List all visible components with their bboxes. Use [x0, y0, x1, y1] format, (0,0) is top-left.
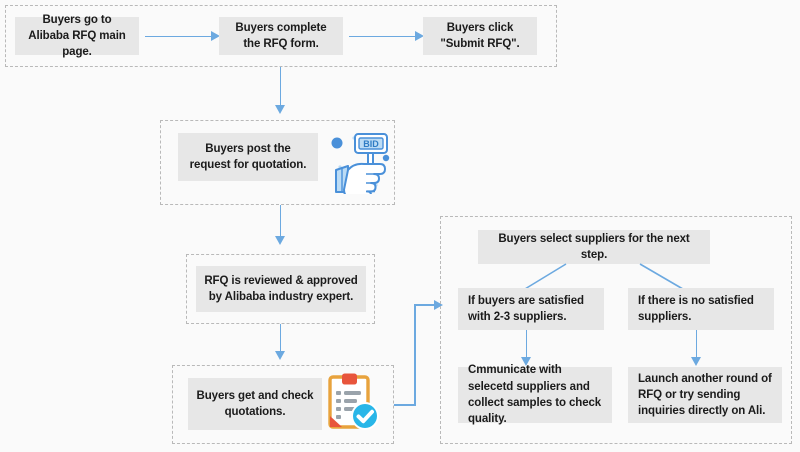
svg-text:BID: BID [363, 139, 379, 149]
branch-condition-satisfied[interactable]: If buyers are satisfied with 2-3 supplie… [458, 288, 604, 330]
branch-action-communicate-label: Cmmunicate with selecetd suppliers and c… [468, 364, 602, 426]
group-get-quotations [172, 365, 394, 444]
step-box-post-request[interactable]: Buyers post the request for quotation. [178, 133, 318, 181]
branch-action-communicate[interactable]: Cmmunicate with selecetd suppliers and c… [458, 364, 612, 425]
branch-condition-not-satisfied[interactable]: If there is no satisfied suppliers. [628, 288, 774, 330]
connector-stage4-panel-segment-v [414, 305, 416, 405]
step-box-goto-rfq-page[interactable]: Buyers go to Alibaba RFQ main page. [15, 14, 139, 58]
group-post-request [160, 120, 395, 205]
connector-stage3-stage4 [279, 324, 282, 352]
arrowhead-step2-step3 [415, 30, 424, 41]
connector-stage2-stage3 [279, 205, 282, 237]
connector-step2-step3 [349, 35, 417, 38]
connector-step1-step2 [145, 35, 213, 38]
bid-paddle-hand-icon: BID [326, 126, 394, 200]
connector-stage1-stage2 [279, 67, 282, 106]
step-box-goto-rfq-page-label: Buyers go to Alibaba RFQ main page. [28, 13, 126, 59]
arrowhead-step1-step2 [211, 30, 220, 41]
connector-stage4-panel-segment-h2 [414, 304, 437, 306]
arrowhead-stage2-stage3 [275, 236, 285, 245]
step-box-complete-form[interactable]: Buyers complete the RFQ form. [219, 17, 343, 55]
group-supplier-selection [440, 216, 792, 444]
step-box-get-quotations-label: Buyers get and check quotations. [196, 389, 314, 418]
arrowhead-branch-left-action [521, 357, 531, 366]
arrowhead-stage4-panel [434, 299, 443, 310]
panel-header-select-suppliers-label: Buyers select suppliers for the next ste… [498, 232, 690, 261]
branch-condition-not-satisfied-label: If there is no satisfied suppliers. [638, 294, 754, 323]
clipboard-check-icon [322, 372, 384, 434]
connector-stage4-panel-segment-h1 [394, 404, 416, 406]
branch-condition-satisfied-label: If buyers are satisfied with 2-3 supplie… [468, 294, 584, 323]
arrowhead-stage3-stage4 [275, 351, 285, 360]
step-box-submit-rfq[interactable]: Buyers click "Submit RFQ". [423, 17, 537, 55]
step-box-review-approve[interactable]: RFQ is reviewed & approved by Alibaba in… [196, 266, 366, 312]
step-box-review-approve-label: RFQ is reviewed & approved by Alibaba in… [204, 274, 358, 303]
panel-header-select-suppliers[interactable]: Buyers select suppliers for the next ste… [478, 230, 710, 264]
group-submit-rfq [5, 5, 557, 67]
branch-action-relaunch[interactable]: Launch another round of RFQ or try sendi… [628, 367, 782, 423]
step-box-submit-rfq-label: Buyers click "Submit RFQ". [440, 21, 520, 50]
connector-branch-right-to-action [695, 330, 698, 358]
step-box-get-quotations[interactable]: Buyers get and check quotations. [188, 378, 322, 430]
step-box-complete-form-label: Buyers complete the RFQ form. [235, 21, 327, 50]
branch-action-relaunch-label: Launch another round of RFQ or try sendi… [638, 372, 772, 418]
arrowhead-branch-right-action [691, 357, 701, 366]
connector-branch-left-to-action [525, 330, 528, 358]
group-review-approve [186, 254, 375, 324]
arrowhead-stage1-stage2 [275, 105, 285, 114]
step-box-post-request-label: Buyers post the request for quotation. [189, 142, 307, 171]
